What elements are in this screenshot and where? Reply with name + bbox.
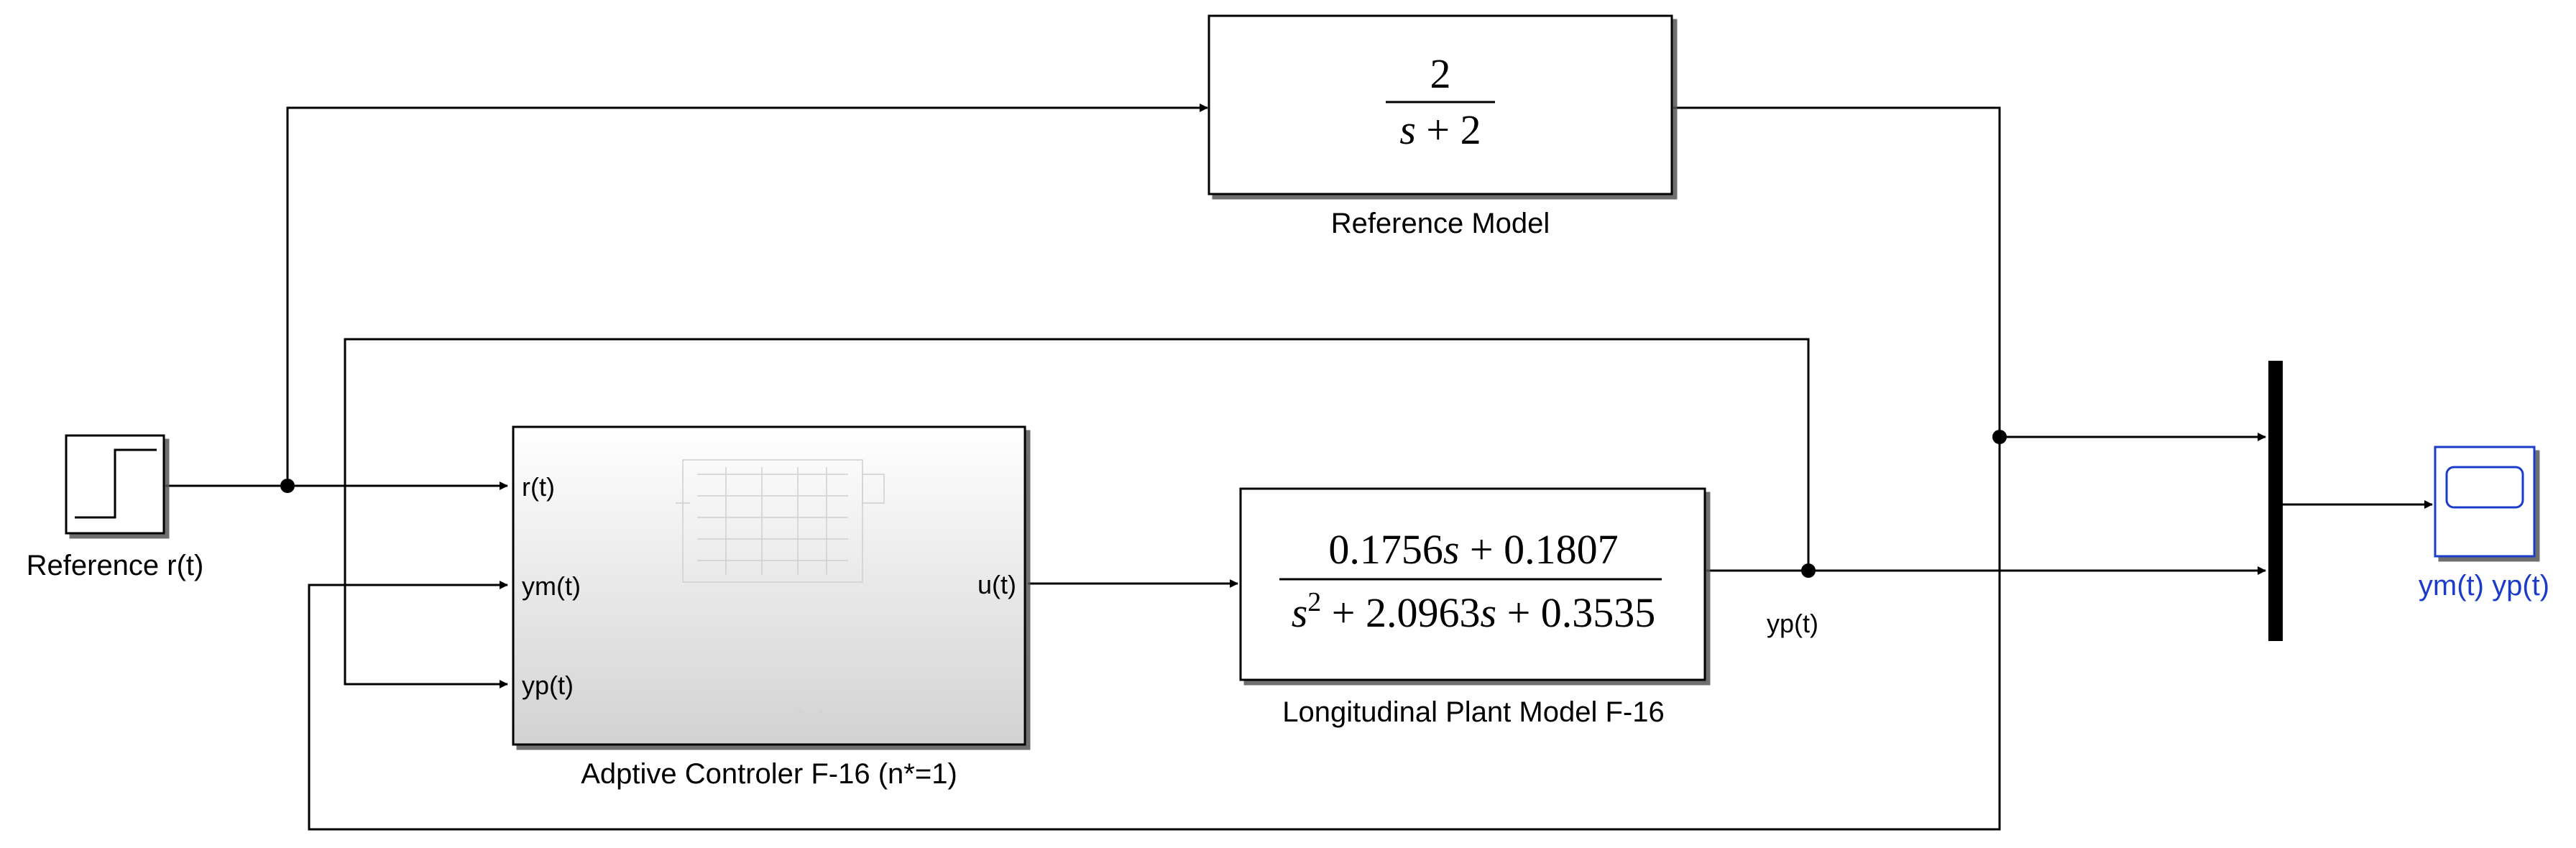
controller-output-u: u(t)	[978, 570, 1016, 599]
ref-model-numerator: 2	[1430, 50, 1451, 97]
wire-ref-model-out[interactable]	[1673, 106, 2001, 437]
branch-point-ym	[1992, 430, 2007, 444]
branch-point-yp	[1801, 563, 1816, 578]
plant-label: Longitudinal Plant Model F-16	[1282, 696, 1664, 728]
controller-label: Adptive Controler F-16 (n*=1)	[581, 758, 957, 790]
reference-model-block[interactable]: 2 s + 2	[1208, 14, 1673, 195]
wire-ym-feedback[interactable]	[308, 437, 2001, 831]
reference-model-label: Reference Model	[1331, 208, 1550, 239]
mux-block[interactable]	[2268, 361, 2283, 641]
controller-input-r: r(t)	[522, 472, 555, 502]
controller-input-ym: ym(t)	[522, 571, 581, 601]
step-block[interactable]	[65, 434, 165, 535]
plant-numerator: 0.1756s + 0.1807	[1328, 526, 1618, 573]
adaptive-controller-block[interactable]: r(t) ym(t) yp(t) u(t)	[512, 425, 1026, 746]
scope-label: ym(t) yp(t)	[2419, 570, 2549, 602]
wire-r-to-reference-model[interactable]	[286, 103, 1208, 486]
plant-denominator: s2 + 2.0963s + 0.3535	[1292, 587, 1656, 636]
signal-label-yp: yp(t)	[1767, 609, 1818, 638]
step-icon	[75, 448, 157, 519]
scope-block[interactable]	[2434, 446, 2536, 558]
controller-input-yp: yp(t)	[522, 670, 574, 700]
ref-model-denominator: s + 2	[1399, 106, 1481, 153]
wire-yp-feedback[interactable]	[344, 338, 1810, 688]
step-label: Reference r(t)	[27, 550, 204, 581]
plant-block[interactable]: 0.1756s + 0.1807 s2 + 2.0963s + 0.3535	[1239, 487, 1706, 681]
branch-point-r	[280, 479, 295, 493]
signal-lines	[165, 103, 2433, 831]
subsystem-preview-icon	[676, 459, 885, 712]
scope-screen-icon	[2445, 466, 2524, 509]
